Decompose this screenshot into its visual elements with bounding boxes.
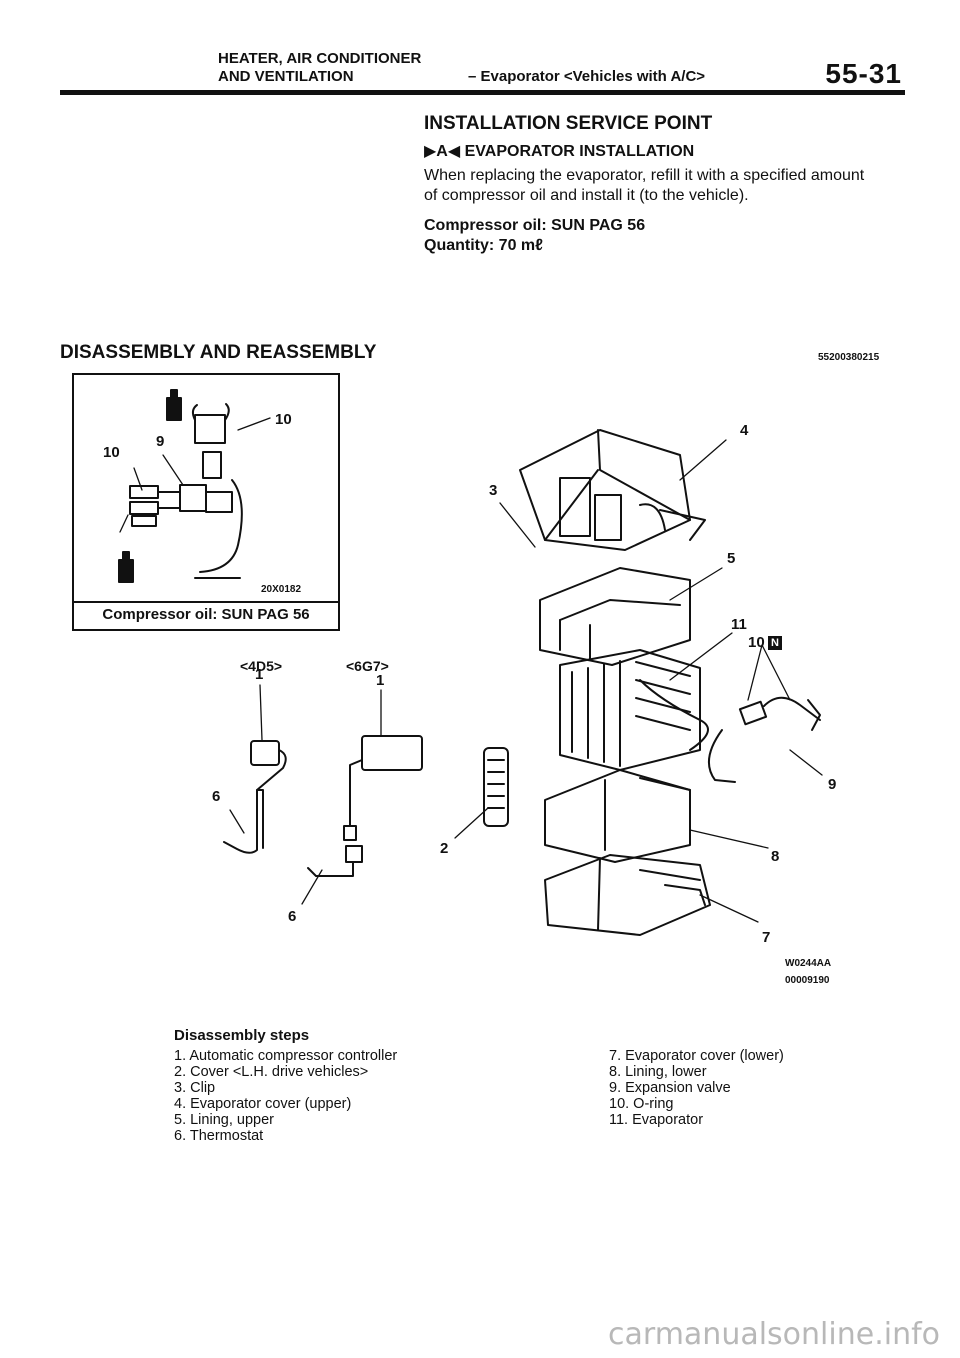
installation-title: INSTALLATION SERVICE POINT: [424, 113, 713, 134]
compressor-oil-inset: [72, 373, 340, 631]
step-item: 10. O-ring: [609, 1096, 674, 1112]
callout-1-4d5: 1: [255, 666, 264, 683]
callout-11: 11: [731, 616, 747, 633]
callout-6-6g7: 6: [288, 908, 297, 925]
controller-6g7: [307, 735, 423, 877]
evaporator-cover-upper: [519, 429, 706, 551]
callout-6-4d5: 6: [212, 788, 221, 805]
o-ring-new-badge: N: [768, 636, 782, 650]
inset-caption: Compressor oil: SUN PAG 56: [102, 606, 310, 623]
installation-paragraph-line1: When replacing the evaporator, refill it…: [424, 167, 865, 184]
oil-bottle-icon: [166, 389, 182, 421]
callout-10-inset-lower: 10: [103, 444, 120, 461]
lining-lower: [544, 769, 691, 863]
header-rule: [60, 90, 905, 95]
engine-label-6g7: <6G7>: [346, 658, 389, 674]
inset-figure-code: 20X0182: [261, 584, 302, 595]
callout-7: 7: [762, 929, 771, 946]
callout-5: 5: [727, 550, 736, 567]
oil-bottle-icon: [118, 551, 134, 583]
page-number: 55-31: [825, 58, 902, 89]
callout-3: 3: [489, 482, 498, 499]
disassembly-title: DISASSEMBLY AND REASSEMBLY: [60, 342, 377, 363]
step-item: 5. Lining, upper: [174, 1112, 274, 1128]
watermark: carmanualsonline.info: [608, 1317, 940, 1352]
expansion-valve: [707, 696, 821, 783]
figure-code-2: 00009190: [785, 975, 830, 986]
callout-2: 2: [440, 840, 449, 857]
step-item: 2. Cover <L.H. drive vehicles>: [174, 1064, 369, 1080]
callout-4: 4: [740, 422, 749, 439]
callout-8: 8: [771, 848, 780, 865]
header-section-line1: HEATER, AIR CONDITIONER: [218, 50, 422, 67]
callout-9: 9: [828, 776, 837, 793]
evaporator-core: [559, 649, 709, 771]
step-item: 3. Clip: [174, 1080, 216, 1096]
steps-right-list: 7. Evaporator cover (lower) 8. Lining, l…: [609, 1048, 784, 1128]
callout-9-inset: 9: [156, 433, 165, 450]
step-item: 8. Lining, lower: [609, 1064, 707, 1080]
callout-10-inset-upper: 10: [275, 411, 292, 428]
evaporator-cover-lower: [544, 854, 711, 936]
callout-1-6g7: 1: [376, 672, 385, 689]
cover-lh-drive: [483, 747, 509, 827]
installation-paragraph-line2: of compressor oil and install it (to the…: [424, 187, 749, 204]
compressor-oil-spec: Compressor oil: SUN PAG 56: [424, 217, 646, 234]
lining-upper: [539, 567, 691, 666]
header-subtitle: – Evaporator <Vehicles with A/C>: [468, 68, 706, 85]
callout-10: 10: [748, 634, 765, 651]
step-item: 1. Automatic compressor controller: [174, 1048, 398, 1064]
engine-label-4d5: <4D5>: [240, 658, 283, 674]
step-item: 6. Thermostat: [174, 1128, 264, 1144]
thermostat-4d5: [223, 740, 287, 854]
installation-subtitle: ▶A◀ EVAPORATOR INSTALLATION: [424, 143, 695, 160]
step-item: 9. Expansion valve: [609, 1080, 731, 1096]
steps-left-list: 1. Automatic compressor controller 2. Co…: [174, 1048, 397, 1144]
expansion-valve-fitting: [129, 403, 243, 579]
section-code: 55200380215: [818, 352, 880, 363]
header-section-line2: AND VENTILATION: [218, 68, 354, 85]
step-item: 11. Evaporator: [609, 1112, 704, 1128]
step-item: 7. Evaporator cover (lower): [609, 1048, 784, 1064]
steps-title: Disassembly steps: [174, 1027, 310, 1044]
figure-code-1: W0244AA: [785, 958, 832, 969]
inset-divider: [72, 601, 340, 603]
step-item: 4. Evaporator cover (upper): [174, 1096, 352, 1112]
oil-quantity-spec: Quantity: 70 mℓ: [424, 237, 543, 254]
